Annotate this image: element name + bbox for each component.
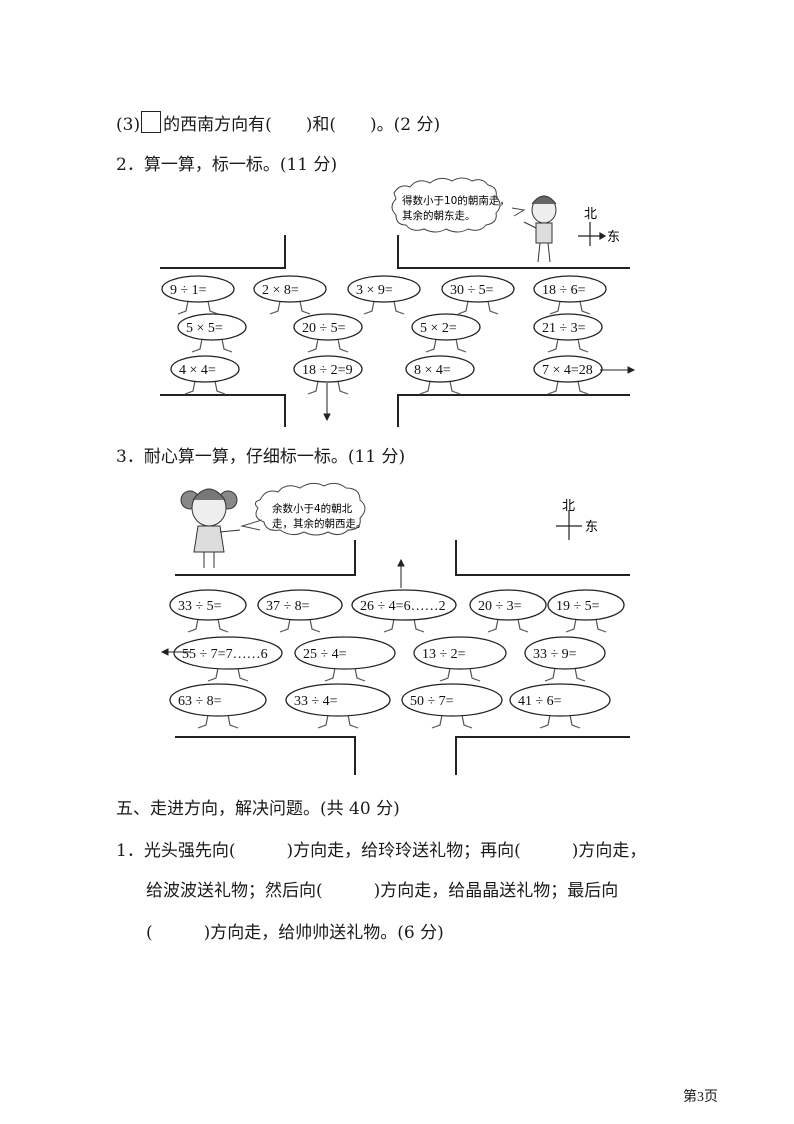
q3-title: 3．耐心算一算，仔细标一标。(11 分) xyxy=(116,447,406,467)
equation-text: 55 ÷ 7=7……6 xyxy=(182,647,268,662)
part-number: (3) xyxy=(116,115,141,135)
equation-text: 41 ÷ 6= xyxy=(518,694,562,709)
equation-text: 19 ÷ 5= xyxy=(556,599,600,614)
q3-part-line: (3) 的西南方向有( )和( )。(2 分) xyxy=(116,110,440,135)
q3-bubble-line2: 走，其余的朝西走。 xyxy=(272,517,367,530)
q2-bubble-line2: 其余的朝东走。 xyxy=(402,209,476,222)
q3-compass-icon xyxy=(556,510,582,540)
q2-equation-bubble: 30 ÷ 5= xyxy=(441,275,515,315)
q3-equation-bubble: 41 ÷ 6= xyxy=(509,683,611,729)
q3-bubble-line1: 余数小于4的朝北 xyxy=(272,502,353,515)
q2-east-label: 东 xyxy=(607,230,620,245)
q2-equation-bubble: 20 ÷ 5= xyxy=(293,313,363,353)
equation-text: 5 × 5= xyxy=(186,321,223,336)
q3-equation-bubble: 33 ÷ 5= xyxy=(169,589,247,633)
q2-road-walls xyxy=(160,235,630,427)
equation-text: 26 ÷ 4=6……2 xyxy=(360,599,446,614)
q2-equation-bubble: 9 ÷ 1= xyxy=(161,275,235,315)
equation-text: 63 ÷ 8= xyxy=(178,694,222,709)
section5-title: 五、走进方向，解决问题。(共 40 分) xyxy=(116,799,400,819)
q2-equation-bubble: 18 ÷ 2=9 xyxy=(293,355,363,395)
q3-equation-bubble: 37 ÷ 8= xyxy=(257,589,343,633)
equation-text: 4 × 4= xyxy=(179,363,216,378)
q3-road-walls xyxy=(175,540,630,775)
q2-equation-bubble: 21 ÷ 3= xyxy=(533,313,603,353)
equation-text: 33 ÷ 5= xyxy=(178,599,222,614)
q3-equation-bubble: 63 ÷ 8= xyxy=(169,683,267,729)
part-text: 的西南方向有( )和( )。(2 分) xyxy=(163,115,441,135)
q3-east-label: 东 xyxy=(585,520,598,535)
equation-text: 8 × 4= xyxy=(414,363,451,378)
equation-text: 9 ÷ 1= xyxy=(170,283,207,298)
q3-north-label: 北 xyxy=(562,499,575,514)
equation-text: 3 × 9= xyxy=(356,283,393,298)
q2-equation-bubble: 7 × 4=28 xyxy=(533,355,603,395)
q3-equation-bubble: 20 ÷ 3= xyxy=(469,589,547,633)
q3-equation-bubble: 55 ÷ 7=7……6 xyxy=(173,636,283,682)
q2-equation-bubble: 4 × 4= xyxy=(170,355,240,395)
q2-title: 2．算一算，标一标。(11 分) xyxy=(116,155,338,175)
equation-text: 50 ÷ 7= xyxy=(410,694,454,709)
q2-equation-bubble: 3 × 9= xyxy=(347,275,421,315)
equation-text: 37 ÷ 8= xyxy=(266,599,310,614)
girl-character-icon xyxy=(180,488,241,568)
q2-equation-bubble: 2 × 8= xyxy=(253,275,327,315)
equation-text: 33 ÷ 4= xyxy=(294,694,338,709)
page-number: 第3页 xyxy=(683,1090,718,1105)
q2-equation-bubble: 8 × 4= xyxy=(405,355,475,395)
q2-arrows xyxy=(323,366,636,422)
q2-equation-bubble: 5 × 5= xyxy=(177,313,247,353)
equation-text: 33 ÷ 9= xyxy=(533,647,577,662)
q3-equation-bubble: 33 ÷ 9= xyxy=(524,636,606,682)
q3-equation-bubble: 50 ÷ 7= xyxy=(401,683,503,729)
equation-text: 20 ÷ 5= xyxy=(302,321,346,336)
equation-text: 5 × 2= xyxy=(420,321,457,336)
equation-text: 13 ÷ 2= xyxy=(422,647,466,662)
equation-text: 21 ÷ 3= xyxy=(542,321,586,336)
blank-square-icon xyxy=(141,111,162,133)
q3-equation-bubble: 19 ÷ 5= xyxy=(547,589,625,633)
section5-q1-line1: 1．光头强先向( )方向走，给玲玲送礼物；再向( )方向走， xyxy=(116,841,647,861)
q3-equation-bubble: 33 ÷ 4= xyxy=(285,683,391,729)
q2-bubble-line1: 得数小于10的朝南走， xyxy=(402,194,510,207)
q3-equation-bubble: 13 ÷ 2= xyxy=(413,636,507,682)
q3-equation-bubble: 26 ÷ 4=6……2 xyxy=(351,589,457,633)
equation-text: 7 × 4=28 xyxy=(542,363,593,378)
equation-text: 2 × 8= xyxy=(262,283,299,298)
q3-arrows xyxy=(160,558,405,656)
equation-text: 18 ÷ 6= xyxy=(542,283,586,298)
equation-text: 20 ÷ 3= xyxy=(478,599,522,614)
q2-speech-bubble xyxy=(391,177,526,233)
q2-north-label: 北 xyxy=(584,207,597,222)
equation-text: 30 ÷ 5= xyxy=(450,283,494,298)
q2-equation-bubble: 18 ÷ 6= xyxy=(533,275,607,315)
section5-q1-line3: ( )方向走，给帅帅送礼物。(6 分) xyxy=(146,923,444,943)
equation-text: 18 ÷ 2=9 xyxy=(302,363,353,378)
boy-character-icon xyxy=(523,195,557,263)
equation-text: 25 ÷ 4= xyxy=(303,647,347,662)
q2-compass-icon xyxy=(578,222,607,246)
q3-speech-bubble xyxy=(240,482,366,536)
section5-q1-line2: 给波波送礼物；然后向( )方向走，给晶晶送礼物；最后向 xyxy=(146,881,619,901)
q2-equation-bubble: 5 × 2= xyxy=(411,313,481,353)
q3-equation-bubble: 25 ÷ 4= xyxy=(294,636,396,682)
